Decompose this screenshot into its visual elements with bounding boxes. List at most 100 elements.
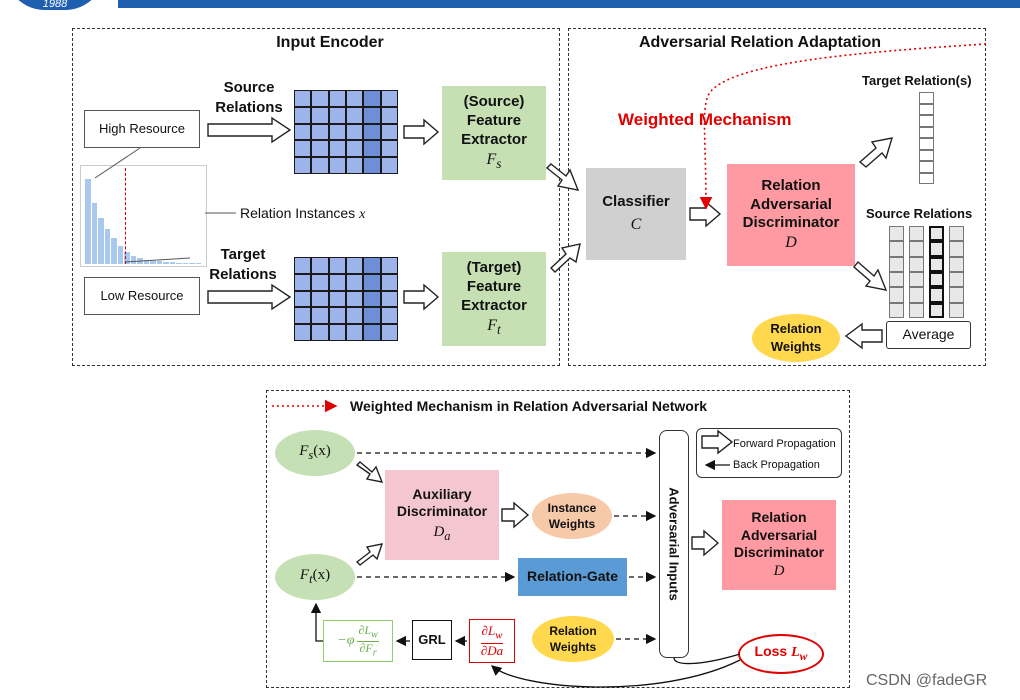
source-embedding-grid <box>294 90 398 174</box>
target-relations-label: Target Relations <box>200 245 286 284</box>
loss-var: L <box>791 645 800 661</box>
adversarial-inputs-bar: Adversarial Inputs <box>659 430 689 658</box>
arrow-tgt-to-classifier <box>549 243 581 273</box>
back-propagation-label: Back Propagation <box>733 459 820 471</box>
source-relation-cell <box>949 226 964 242</box>
histogram-bar <box>169 262 175 264</box>
source-relation-cell <box>889 226 904 242</box>
source-relation-cell <box>889 256 904 272</box>
grid-cell <box>363 106 381 124</box>
loss-label: Loss Lw <box>755 643 808 664</box>
callout-low-resource <box>124 257 191 263</box>
high-resource-label: High Resource <box>99 120 185 136</box>
grid-cell <box>328 290 346 308</box>
grid-cell <box>346 123 364 141</box>
grid-cell <box>363 307 381 325</box>
propagation-legend <box>696 428 842 478</box>
source-relation-cell <box>889 272 904 288</box>
source-relations-line2: Relations <box>215 98 283 116</box>
grid-cell <box>346 157 364 174</box>
grad-lw-fraction: ∂Lw ∂Da <box>480 623 504 658</box>
legend-forward-arrow <box>701 429 734 455</box>
input-encoder-title: Input Encoder <box>276 34 384 51</box>
mech-relation-weights-line1: Relation <box>549 623 597 638</box>
histogram-bar <box>117 245 123 264</box>
histogram-bar <box>163 261 169 264</box>
source-relations-label: Source Relations <box>206 78 292 117</box>
target-relations-line1: Target <box>220 246 266 263</box>
histogram-threshold-line <box>125 168 126 264</box>
grid-cell <box>311 157 329 174</box>
source-relation-cell <box>929 256 944 272</box>
ft-arg: (x) <box>312 567 331 584</box>
target-feature-extractor: (Target) Feature Extractor Ft <box>442 252 546 346</box>
grid-cell <box>363 90 381 107</box>
relation-weights-ellipse: Relation Weights <box>752 314 840 362</box>
grid-cell <box>346 307 364 325</box>
source-extractor-line3: Extractor <box>461 130 527 148</box>
source-relation-cell <box>889 287 904 303</box>
arrow-src-to-classifier <box>545 163 580 191</box>
adaptation-title: Adversarial Relation Adaptation <box>638 34 882 51</box>
grid-cell <box>380 257 398 274</box>
source-relation-cell <box>929 287 944 303</box>
fs-var: F <box>299 443 309 460</box>
histogram-bar <box>189 263 195 264</box>
relation-weights-line2: Weights <box>770 339 822 354</box>
source-feature-extractor: (Source) Feature Extractor Fs <box>442 86 546 180</box>
grid-cell <box>363 123 381 141</box>
arrow-aux-to-instance <box>501 501 530 529</box>
histogram-bar <box>176 262 182 264</box>
arrow-grid-to-tgt-extractor <box>403 283 440 311</box>
fs-sub: s <box>308 448 314 463</box>
grl-label: GRL <box>418 631 446 647</box>
grid-cell <box>294 290 312 308</box>
source-extractor-sub: s <box>496 155 502 171</box>
grid-cell <box>380 90 398 107</box>
aux-sub: a <box>444 528 451 543</box>
source-extractor-line2: Feature <box>466 112 522 130</box>
instance-weights-line1: Instance <box>547 500 597 515</box>
discriminator-var: D <box>785 234 797 252</box>
grid-cell <box>328 324 346 341</box>
fs-arg: (x) <box>313 443 331 460</box>
source-extractor-line1: (Source) <box>463 93 525 111</box>
mech-disc-line3: Discriminator <box>733 544 825 561</box>
source-relation-cell <box>949 302 964 318</box>
target-relation-cell <box>919 92 934 104</box>
grad-ff-num: ∂L <box>358 623 372 638</box>
logo-text: 1988 <box>42 0 68 10</box>
arrow-inputs-to-disc <box>691 529 720 557</box>
average-box: Average <box>886 321 971 349</box>
loss-sub: w <box>799 650 808 664</box>
instance-weights-line2: Weights <box>548 517 596 531</box>
auxiliary-discriminator: Auxiliary Discriminator Da <box>385 470 499 560</box>
grid-cell <box>346 273 364 291</box>
aux-var: D <box>433 523 445 540</box>
grad-ff-box: −φ ∂Lw ∂Fr <box>323 620 393 662</box>
mechanism-panel <box>266 390 850 688</box>
grid-cell <box>311 106 329 124</box>
low-resource-box: Low Resource <box>84 277 200 315</box>
grid-cell <box>328 257 346 274</box>
target-relation-cell <box>919 172 934 184</box>
relation-histogram <box>80 165 207 267</box>
relation-weights-line1: Relation <box>770 321 822 337</box>
grad-lw-den: ∂Da <box>480 642 504 658</box>
arrow-classifier-to-disc <box>689 200 722 228</box>
target-relation-cell <box>919 149 934 161</box>
source-relation-cell <box>949 256 964 272</box>
arrow-disc-to-target <box>858 137 894 168</box>
grad-ff-expr: −φ ∂Lw ∂Fr <box>337 623 379 658</box>
loss-text: Loss <box>754 643 788 660</box>
grid-cell <box>380 157 398 174</box>
histogram-bar <box>98 218 104 264</box>
source-extractor-var: F <box>486 150 497 168</box>
callout-high-resource <box>94 147 141 179</box>
grid-cell <box>328 307 346 325</box>
mech-disc-line2: Adversarial <box>740 526 818 543</box>
arrow-average-to-weights <box>844 322 883 350</box>
ft-node-label: Ft(x) <box>300 566 330 588</box>
grid-cell <box>328 140 346 158</box>
target-extractor-line3: Extractor <box>461 296 527 314</box>
